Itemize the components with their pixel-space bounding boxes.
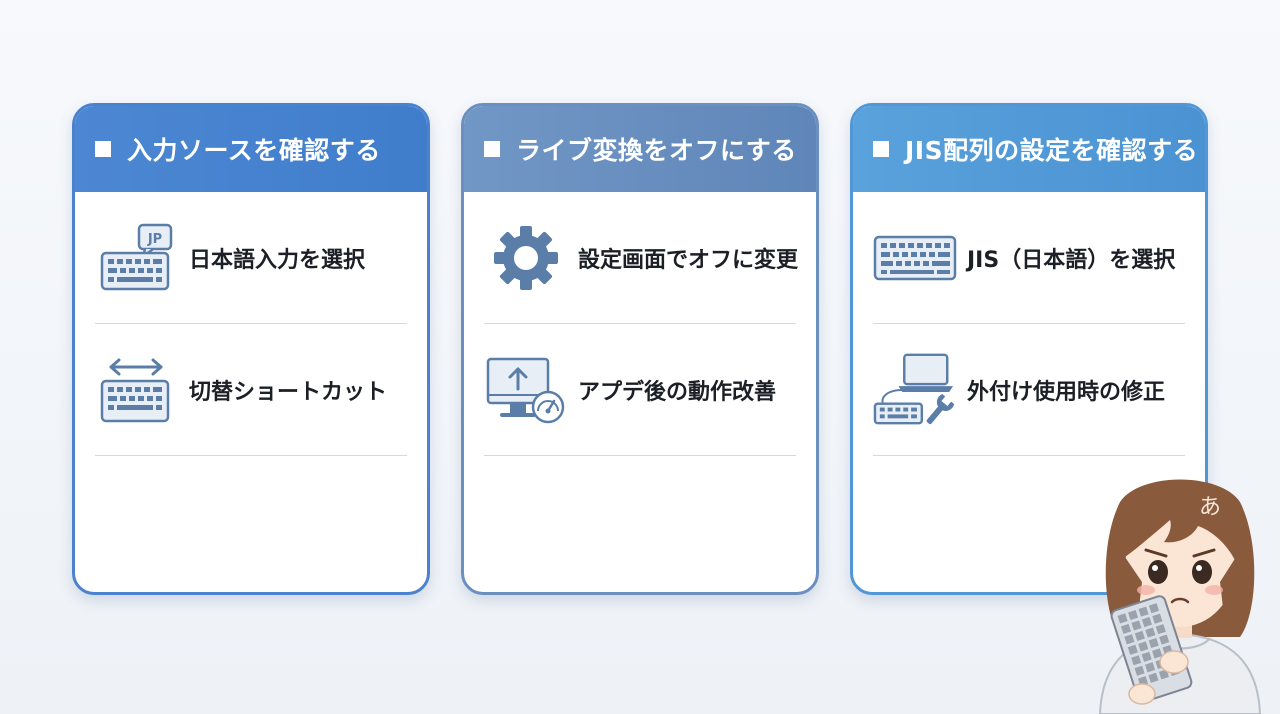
svg-text:JP: JP <box>147 232 162 247</box>
bullet-square-icon <box>873 141 889 157</box>
card-header: ライブ変換をオフにする <box>464 106 816 192</box>
item-label: 日本語入力を選択 <box>189 247 366 273</box>
bullet-square-icon <box>95 141 111 157</box>
list-item: 設定画面でオフに変更 <box>484 192 799 324</box>
monitor-update-icon <box>484 348 568 432</box>
card-input-source: 入力ソースを確認する JP 日本語入力を選択 <box>72 103 430 595</box>
laptop-wrench-icon <box>873 348 957 432</box>
item-label: JIS（日本語）を選択 <box>967 247 1176 273</box>
card-header: 入力ソースを確認する <box>75 106 427 192</box>
item-label: アプデ後の動作改善 <box>578 379 777 405</box>
worried-girl-illustration: あ <box>1080 462 1280 714</box>
card-live-conversion: ライブ変換をオフにする 設定画面でオフに変更 <box>461 103 819 595</box>
item-label: 切替ショートカット <box>189 379 388 405</box>
item-label: 設定画面でオフに変更 <box>578 247 799 273</box>
gear-icon <box>484 216 568 300</box>
badge-hiragana: あ <box>1199 495 1221 520</box>
item-label: 外付け使用時の修正 <box>967 379 1166 405</box>
list-item: 外付け使用時の修正 <box>873 324 1185 456</box>
list-item: JIS（日本語）を選択 <box>873 192 1185 324</box>
list-item: アプデ後の動作改善 <box>484 324 796 456</box>
card-title: 入力ソースを確認する <box>127 136 381 165</box>
bullet-square-icon <box>484 141 500 157</box>
keyboard-jp-icon: JP <box>95 216 179 300</box>
card-title: ライブ変換をオフにする <box>516 136 797 165</box>
card-header: JIS配列の設定を確認する <box>853 106 1205 192</box>
list-item: 切替ショートカット <box>95 324 407 456</box>
keyboard-switch-icon <box>95 348 179 432</box>
card-title: JIS配列の設定を確認する <box>905 136 1199 165</box>
keyboard-icon <box>873 216 957 300</box>
list-item: JP 日本語入力を選択 <box>95 192 407 324</box>
